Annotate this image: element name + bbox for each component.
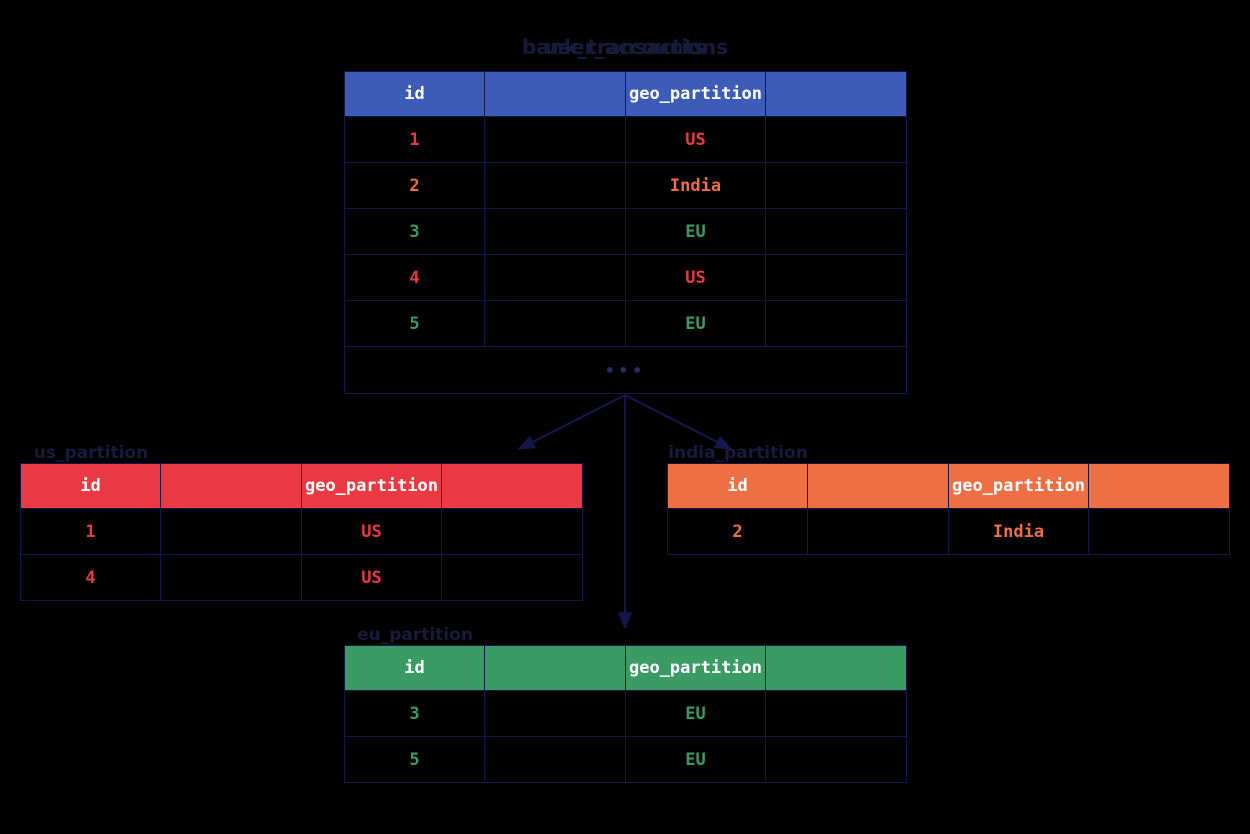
cell-id: 4 <box>344 254 485 301</box>
cell-id: 2 <box>344 162 485 209</box>
cell-blank-1 <box>484 208 626 255</box>
cell-blank-1 <box>484 162 626 209</box>
table-header-row: id geo_partition <box>344 645 907 691</box>
cell-blank-1 <box>484 300 626 347</box>
cell-geo-partition: India <box>948 508 1089 555</box>
cell-blank-2 <box>765 162 907 209</box>
table-row: 1 US <box>20 508 583 555</box>
cell-geo-partition: EU <box>625 690 766 737</box>
column-header-blank-1 <box>807 463 949 509</box>
column-header-geo-partition: geo_partition <box>625 71 766 117</box>
table-row: 3 EU <box>344 690 907 737</box>
cell-id: 1 <box>344 116 485 163</box>
table-row: 4 US <box>20 554 583 601</box>
cell-id: 2 <box>667 508 808 555</box>
table-us-partition: id geo_partition 1 US 4 US <box>20 463 583 601</box>
cell-geo-partition: US <box>301 554 442 601</box>
table-row: 2 India <box>344 162 907 209</box>
table-row: 5 EU <box>344 736 907 783</box>
table-overflow-row: ••• <box>344 346 907 394</box>
cell-blank-1 <box>484 690 626 737</box>
column-header-blank-1 <box>484 645 626 691</box>
cell-id: 1 <box>20 508 161 555</box>
column-header-blank-2 <box>441 463 583 509</box>
main-table-title: bank_transactions <box>521 35 729 59</box>
column-header-id: id <box>20 463 161 509</box>
cell-blank-1 <box>484 736 626 783</box>
cell-geo-partition: EU <box>625 736 766 783</box>
overflow-ellipsis: ••• <box>344 346 907 394</box>
column-header-id: id <box>344 71 485 117</box>
column-header-id: id <box>344 645 485 691</box>
cell-blank-2 <box>1088 508 1230 555</box>
cell-geo-partition: EU <box>625 208 766 255</box>
table-header-row: id geo_partition <box>667 463 1230 509</box>
cell-geo-partition: US <box>301 508 442 555</box>
table-row: 1 US <box>344 116 907 163</box>
cell-blank-2 <box>765 116 907 163</box>
cell-id: 5 <box>344 300 485 347</box>
table-header-row: id geo_partition <box>20 463 583 509</box>
cell-blank-1 <box>484 116 626 163</box>
table-eu-partition: id geo_partition 3 EU 5 EU <box>344 645 907 783</box>
cell-blank-2 <box>765 208 907 255</box>
cell-geo-partition: US <box>625 116 766 163</box>
cell-blank-1 <box>160 508 302 555</box>
cell-blank-2 <box>441 508 583 555</box>
column-header-blank-1 <box>484 71 626 117</box>
column-header-geo-partition: geo_partition <box>948 463 1089 509</box>
table-row: 3 EU <box>344 208 907 255</box>
column-header-blank-2 <box>765 71 907 117</box>
column-header-blank-1 <box>160 463 302 509</box>
arrow-to-india-partition <box>624 394 733 450</box>
column-header-id: id <box>667 463 808 509</box>
table-bank-transactions: id geo_partition 1 US 2 India 3 <box>344 71 907 394</box>
cell-id: 3 <box>344 690 485 737</box>
cell-blank-2 <box>765 254 907 301</box>
cell-id: 3 <box>344 208 485 255</box>
cell-blank-1 <box>160 554 302 601</box>
table-row: 5 EU <box>344 300 907 347</box>
cell-blank-2 <box>765 690 907 737</box>
column-header-geo-partition: geo_partition <box>301 463 442 509</box>
us-table-title: us_partition <box>33 443 149 463</box>
table-header-row: id geo_partition <box>344 71 907 117</box>
column-header-blank-2 <box>1088 463 1230 509</box>
cell-id: 4 <box>20 554 161 601</box>
cell-geo-partition: India <box>625 162 766 209</box>
cell-geo-partition: EU <box>625 300 766 347</box>
cell-geo-partition: US <box>625 254 766 301</box>
cell-blank-1 <box>807 508 949 555</box>
table-india-partition: id geo_partition 2 India <box>667 463 1230 555</box>
table-row: 4 US <box>344 254 907 301</box>
india-table-title: india_partition <box>668 443 808 463</box>
cell-blank-1 <box>484 254 626 301</box>
column-header-blank-2 <box>765 645 907 691</box>
main-table-title-overlay: user_accounts <box>544 35 706 59</box>
cell-blank-2 <box>765 736 907 783</box>
cell-blank-2 <box>765 300 907 347</box>
eu-table-title: eu_partition <box>357 625 473 645</box>
cell-blank-2 <box>441 554 583 601</box>
table-row: 2 India <box>667 508 1230 555</box>
arrow-to-us-partition <box>517 394 626 450</box>
cell-id: 5 <box>344 736 485 783</box>
column-header-geo-partition: geo_partition <box>625 645 766 691</box>
